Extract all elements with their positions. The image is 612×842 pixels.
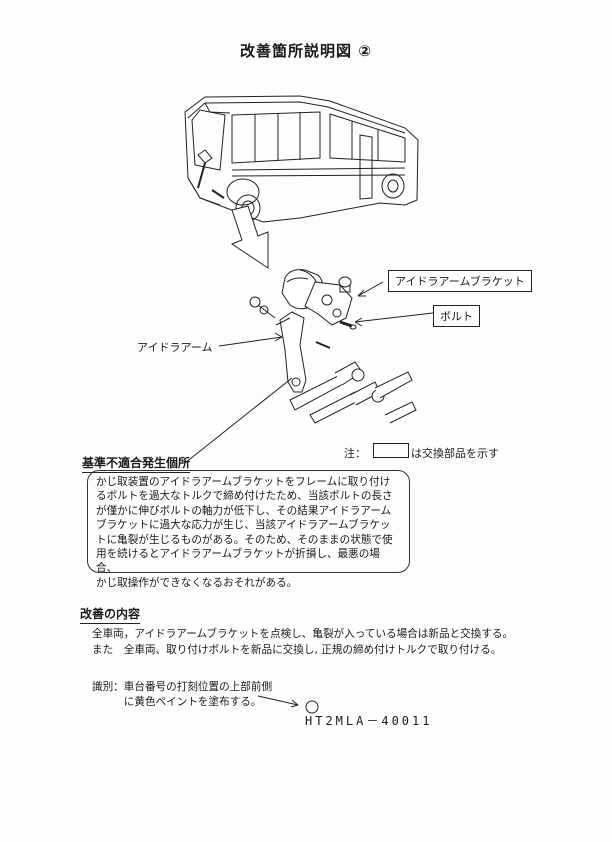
chassis-number: HT2MLA－40011 — [305, 714, 433, 728]
zoom-arrow — [230, 205, 269, 269]
problem-line: るボルトを過大なトルクで締め付けたため、当該ボルトの長さ — [96, 490, 393, 503]
leader-bolt — [354, 312, 434, 323]
improvement-text: 全車両，アイドラアームブラケットを点検し、亀裂が入っている場合は新品と交換する。… — [92, 627, 513, 658]
improvement-line: 全車両，アイドラアームブラケットを点検し、亀裂が入っている場合は新品と交換する。 — [92, 628, 514, 640]
ident-circle — [305, 700, 319, 714]
problem-line: ブラケットに過大な応力が生じ、当該アイドラアームブラケッ — [96, 519, 391, 532]
label-bolt: ボルト — [433, 305, 480, 327]
label-idler-arm: アイドラアーム — [137, 341, 213, 354]
identification-line-1: 識別：車台番号の打刻位置の上部前側 — [92, 681, 273, 693]
improvement-line: また 全車両、取り付けボルトを新品に交換し, 正規の締め付けトルクで取り付ける。 — [92, 643, 502, 656]
ident-leader — [257, 695, 299, 706]
identification-line-2: に黄色ペイントを塗布する。 — [92, 696, 262, 708]
page-title: 改善箇所説明図 ② — [240, 42, 372, 60]
leader-bracket — [357, 281, 384, 297]
improvement-heading: 改善の内容 — [80, 605, 141, 624]
label-idler-arm-bracket: アイドラアームブラケット — [388, 270, 532, 292]
bus-illustration — [184, 95, 419, 223]
problem-line: かじ取装置のアイドラアームブラケットをフレームに取り付け — [96, 476, 391, 488]
problem-line: が僅かに伸びボルトの軸力が低下し、その結果アイドラアーム — [96, 504, 392, 517]
note-suffix: は交換部品を示す — [411, 447, 499, 460]
leader-problem — [184, 377, 293, 464]
idler-arm-assembly — [249, 269, 417, 424]
problem-line: 用を続けるとアイドラアームブラケットが折損し、最悪の場合、 — [96, 548, 380, 575]
identification-text: 識別：車台番号の打刻位置の上部前側 に黄色ペイントを塗布する。 — [92, 680, 272, 710]
problem-line: トに亀裂が生じるものがある。そのため、そのままの状態で使 — [96, 533, 393, 546]
note-prefix: 注： — [344, 447, 366, 460]
problem-description-box: かじ取装置のアイドラアームブラケットをフレームに取り付け るボルトを過大なトルク… — [87, 470, 410, 589]
problem-line: かじ取操作ができなくなるおそれがある。 — [96, 576, 298, 589]
replacement-part-legend-box — [373, 443, 409, 458]
problem-heading: 基準不適合発生個所 — [82, 454, 191, 473]
leader-idler-arm — [218, 336, 283, 347]
